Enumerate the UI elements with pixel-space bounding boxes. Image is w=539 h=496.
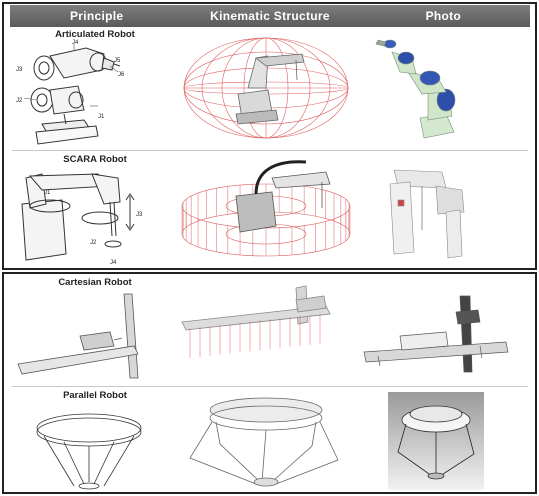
scara-robot-photo [389, 169, 465, 259]
header-principle: Principle [69, 9, 124, 23]
row-divider [12, 150, 528, 151]
scara-joint-label-j4: J4 [110, 260, 117, 266]
row-divider [12, 386, 528, 387]
cartesian-robot-photo [363, 295, 509, 373]
parallel-principle-diagram [36, 413, 142, 490]
joint-label-j2: J2 [16, 98, 23, 104]
scara-joint-label-j1: J1 [44, 190, 51, 196]
cartesian-principle-diagram [17, 293, 139, 379]
parallel-kinematic-diagram [189, 397, 339, 487]
joint-label-j4: J4 [72, 40, 79, 46]
articulated-robot-photo [375, 39, 456, 139]
cartesian-kinematic-diagram [181, 285, 331, 358]
header-kinematic-structure: Kinematic Structure [210, 9, 330, 23]
articulated-workspace-sphere [183, 37, 349, 139]
column-header-bar: Principle Kinematic Structure Photo [10, 5, 530, 27]
header-photo: Photo [425, 9, 462, 23]
top-panel-frame [2, 2, 537, 270]
joint-label-j3: J3 [16, 67, 23, 73]
bottom-panel-frame [2, 272, 537, 494]
scara-joint-label-j2: J2 [90, 240, 97, 246]
row-title-parallel: Parallel Robot [63, 390, 127, 401]
scara-workspace-diagram [181, 160, 351, 257]
joint-label-j1: J1 [98, 114, 105, 120]
row-title-scara: SCARA Robot [63, 154, 127, 165]
articulated-principle-diagram: J4 J3 J5 J6 J2 J1 [16, 40, 125, 145]
row-title-articulated: Articulated Robot [55, 29, 135, 40]
parallel-robot-photo [388, 392, 484, 490]
joint-label-j6: J6 [118, 72, 125, 78]
scara-joint-label-j3: J3 [136, 212, 143, 218]
scara-principle-diagram: J1 J2 J3 J4 [21, 173, 143, 266]
row-title-cartesian: Cartesian Robot [58, 277, 132, 288]
joint-label-j5: J5 [114, 58, 121, 64]
